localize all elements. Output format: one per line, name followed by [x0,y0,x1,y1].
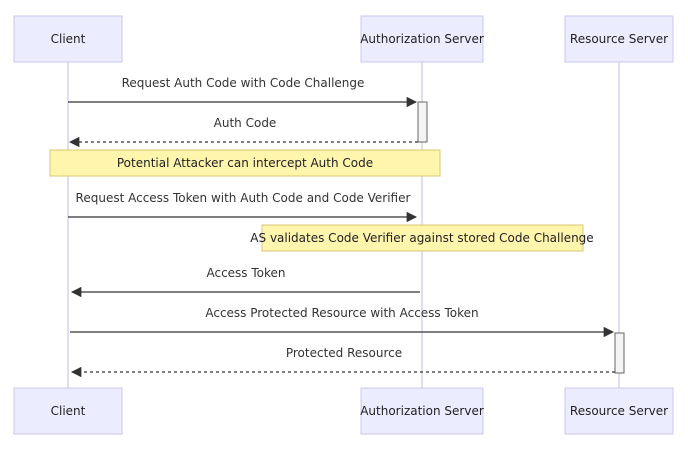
actor-resource-server-bottom-label: Resource Server [570,404,668,418]
message-label-access-protected-resource: Access Protected Resource with Access To… [205,306,478,320]
actor-resource-server-label: Resource Server [570,32,668,46]
actor-client-label: Client [51,32,86,46]
actor-authorization-server-bottom-label: Authorization Server [360,404,484,418]
actor-authorization-server-label: Authorization Server [360,32,484,46]
note-attacker-intercept-text: Potential Attacker can intercept Auth Co… [117,156,373,170]
note-as-validates: AS validates Code Verifier against store… [250,224,594,252]
actor-resource-server-top: Resource Server [564,15,674,63]
message-label-auth-code: Auth Code [214,116,277,130]
actor-client-bottom: Client [13,387,123,435]
activation-resource-server [614,332,625,374]
actor-authorization-server-top: Authorization Server [360,15,484,63]
message-label-request-auth-code: Request Auth Code with Code Challenge [122,76,365,90]
activation-authorization-server [417,101,428,143]
note-as-validates-text: AS validates Code Verifier against store… [250,231,593,245]
actor-client-bottom-label: Client [51,404,86,418]
actor-client-top: Client [13,15,123,63]
actor-resource-server-bottom: Resource Server [564,387,674,435]
note-attacker-intercept: Potential Attacker can intercept Auth Co… [49,149,441,177]
message-label-request-access-token: Request Access Token with Auth Code and … [76,191,411,205]
actor-authorization-server-bottom: Authorization Server [360,387,484,435]
message-label-protected-resource: Protected Resource [286,346,402,360]
message-label-access-token: Access Token [206,266,285,280]
